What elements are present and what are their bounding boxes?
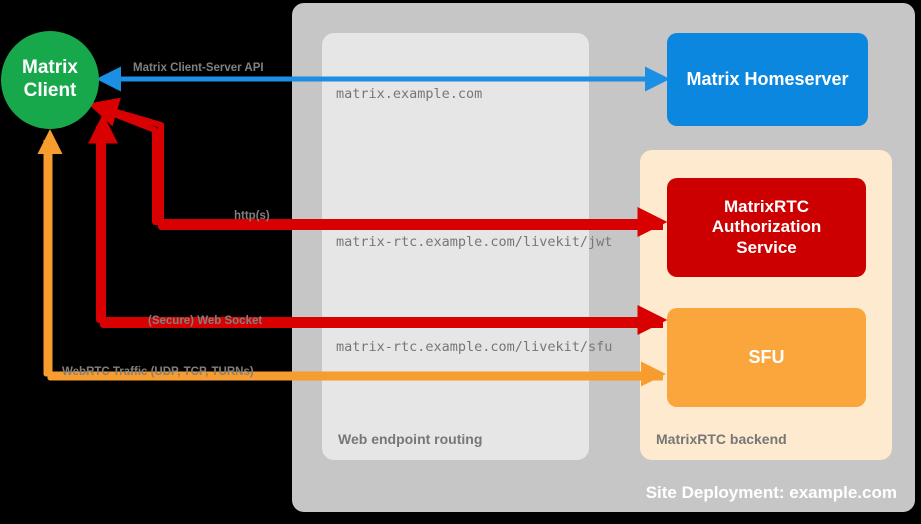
- endpoint-livekit-jwt: matrix-rtc.example.com/livekit/jwt: [336, 234, 613, 250]
- connector-label-webrtc-traffic: WebRTC Traffic (UDP, TCP, TURNs): [62, 366, 254, 378]
- endpoint-livekit-sfu: matrix-rtc.example.com/livekit/sfu: [336, 339, 613, 355]
- connector-label-secure-web-socket: (Secure) Web Socket: [148, 315, 263, 327]
- site-deployment-label: Site Deployment: example.com: [645, 483, 897, 502]
- endpoint-matrix-domain: matrix.example.com: [336, 86, 483, 102]
- connector-secure-web-socket: [88, 113, 668, 335]
- web-endpoint-routing-panel: matrix.example.com matrix-rtc.example.co…: [322, 33, 612, 460]
- matrixrtc-backend-label: MatrixRTC backend: [656, 431, 787, 447]
- web-endpoint-routing-label: Web endpoint routing: [338, 431, 483, 447]
- connector-https: [87, 97, 668, 237]
- connector-label-https: http(s): [234, 210, 270, 222]
- connector-webrtc-traffic: [37, 128, 667, 387]
- connector-label-matrix-client-server-api: Matrix Client-Server API: [133, 62, 264, 74]
